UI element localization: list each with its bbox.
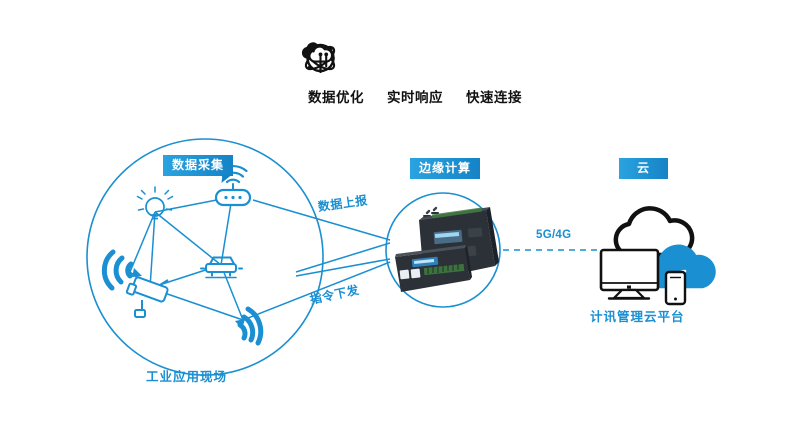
desktop-monitor — [599, 248, 660, 300]
sensor-light-node — [136, 186, 174, 220]
flow-lines — [242, 199, 391, 321]
feature-label: 实时响应 — [387, 90, 443, 105]
mobile-phone — [664, 270, 687, 306]
cloud-connect-icon — [301, 38, 530, 78]
tag-data-collection: 数据采集 — [163, 155, 234, 176]
industrial-site-circle — [86, 138, 324, 376]
caption-cloud-platform: 计讯管理云平台 — [590, 310, 685, 324]
caption-industrial-site: 工业应用现场 — [146, 370, 228, 384]
cloud-outline — [613, 206, 695, 258]
edge-computing-circle — [385, 192, 501, 308]
feature-label: 数据优化 — [308, 90, 364, 105]
edge-gateway-device-small — [395, 245, 472, 292]
wifi-signal-left-node — [101, 249, 142, 291]
label-5g-4g: 5G/4G — [536, 229, 572, 241]
feature-label: 快速连接 — [466, 90, 522, 105]
feature-row: 数据优化 实时响应 — [300, 38, 530, 106]
security-camera-node — [125, 276, 169, 318]
tag-cloud: 云 — [619, 158, 669, 179]
tag-edge-computing: 边缘计算 — [410, 158, 481, 179]
vehicle-node — [200, 256, 243, 279]
feature-fast-connection: 快速连接 — [301, 38, 530, 106]
